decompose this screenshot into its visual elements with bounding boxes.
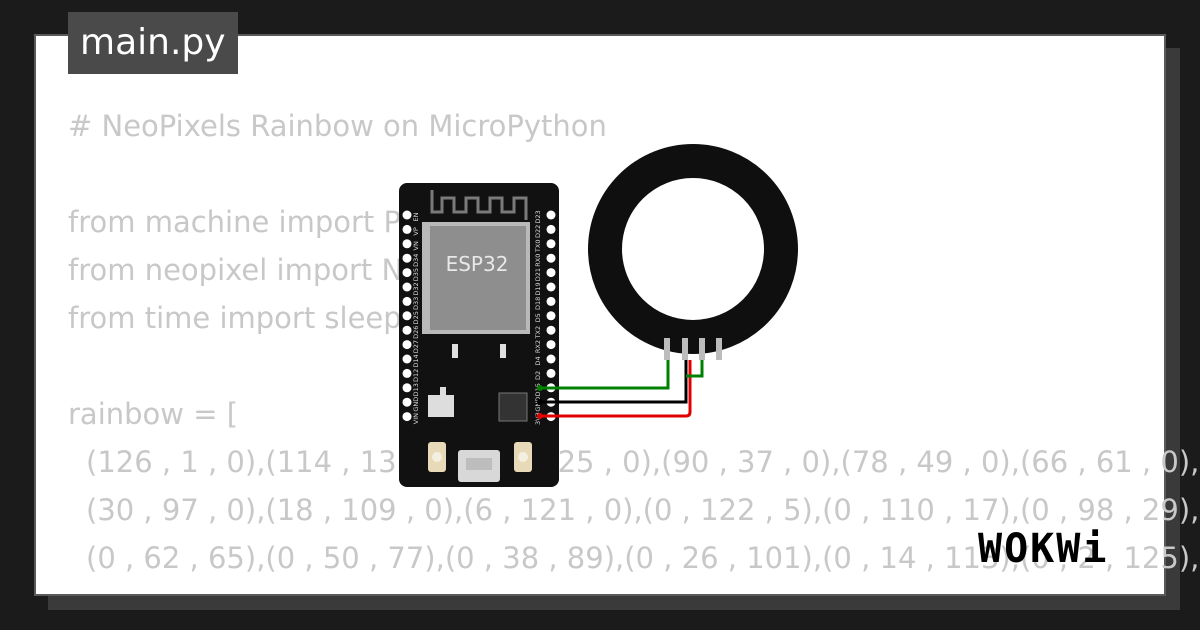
board-pin[interactable]	[546, 325, 556, 335]
neopixel-ring[interactable]	[588, 144, 798, 360]
board-pin[interactable]	[402, 224, 412, 234]
ring-pin-2	[682, 338, 688, 360]
board-pin[interactable]	[402, 296, 412, 306]
board-pin-label: D32	[412, 282, 420, 295]
board-pin-label: VN	[412, 241, 420, 250]
board-pin[interactable]	[546, 368, 556, 378]
board-pin-label: D27	[412, 340, 420, 353]
wire-data-out	[686, 358, 704, 378]
board-pin-label: D18	[534, 297, 542, 310]
board-pin-label: D5	[534, 313, 542, 322]
board-pin-label: RX2	[534, 340, 542, 353]
wire-gnd	[540, 358, 688, 404]
board-pin[interactable]	[546, 210, 556, 220]
ring-body	[588, 144, 798, 354]
board-pin[interactable]	[546, 296, 556, 306]
board-pin-label: D2	[534, 371, 542, 380]
board-pin-label: RX0	[534, 254, 542, 267]
board-pin-label: D21	[534, 268, 542, 281]
code-line: # NeoPixels Rainbow on MicroPython	[68, 109, 607, 143]
board-pin[interactable]	[546, 311, 556, 321]
code-line: from machine import Pin	[68, 205, 427, 239]
chip-label: ESP32	[446, 252, 509, 276]
board-pin-label: EN	[412, 212, 420, 221]
board-pin-label: D26	[412, 326, 420, 339]
board-pin[interactable]	[402, 354, 412, 364]
code-line: rainbow = [	[68, 397, 239, 431]
esp32-chip	[430, 226, 526, 330]
board-pin[interactable]	[402, 210, 412, 220]
code-preview-card: # NeoPixels Rainbow on MicroPython from m…	[34, 34, 1200, 596]
regulator-tab	[440, 387, 446, 395]
board-pin[interactable]	[546, 340, 556, 350]
esp32-board[interactable]: ESP32 ENVPVND34D35D32D33D25D26D27D14D12D…	[399, 183, 559, 487]
board-pin[interactable]	[546, 354, 556, 364]
boot-button-cap	[432, 452, 442, 462]
led-b	[500, 344, 506, 358]
board-pin-label: 3V3	[534, 412, 542, 425]
board-pin[interactable]	[402, 383, 412, 393]
usb-chip	[498, 392, 528, 422]
board-pin-label: D13	[412, 383, 420, 396]
board-pin[interactable]	[546, 253, 556, 263]
regulator	[428, 395, 454, 417]
board-pin-label: D25	[412, 311, 420, 324]
wire-power	[540, 360, 692, 418]
board-pin[interactable]	[402, 282, 412, 292]
wire-data	[540, 358, 670, 390]
board-pin-label: VP	[412, 227, 420, 235]
board-pin[interactable]	[402, 340, 412, 350]
file-tab-main[interactable]: main.py	[68, 12, 238, 74]
board-pin-label: TX0	[534, 240, 542, 254]
antenna-trace	[430, 190, 528, 220]
code-line: from time import sleep	[68, 301, 402, 335]
reset-button-cap	[518, 452, 528, 462]
ring-pin-3	[699, 338, 705, 360]
wire-gnd-end	[537, 399, 543, 405]
ring-pin-4	[716, 338, 722, 360]
board-pin-label: D34	[412, 254, 420, 267]
board-pin[interactable]	[546, 239, 556, 249]
board-pin[interactable]	[402, 397, 412, 407]
board-pin-label: D23	[534, 210, 542, 223]
wire-data-end	[537, 385, 543, 391]
board-pin-label: D4	[534, 356, 542, 365]
board-pin-label: D35	[412, 268, 420, 281]
board-pin[interactable]	[402, 253, 412, 263]
board-pin-label: VIN	[412, 413, 420, 424]
ring-pin-1	[664, 338, 670, 360]
board-pin[interactable]	[546, 268, 556, 278]
board-pin[interactable]	[402, 311, 412, 321]
wire-power-end	[537, 413, 543, 419]
board-pin-label: D33	[412, 297, 420, 310]
led-a	[452, 344, 458, 358]
board-pin[interactable]	[546, 224, 556, 234]
board-pin[interactable]	[402, 412, 412, 422]
board-pin-label: TX2	[534, 326, 542, 340]
board-pin-label: D12	[412, 369, 420, 382]
code-line: (0 , 62 , 65),(0 , 50 , 77),(0 , 38 , 89…	[86, 541, 1200, 575]
board-pin[interactable]	[546, 282, 556, 292]
board-pin[interactable]	[402, 368, 412, 378]
board-pin-label: D22	[534, 225, 542, 238]
board-pin[interactable]	[402, 325, 412, 335]
board-pin-label: GND	[412, 397, 420, 412]
board-pin-label: D14	[412, 354, 420, 367]
usb-slot	[466, 458, 492, 470]
board-pin[interactable]	[402, 239, 412, 249]
board-pin[interactable]	[402, 268, 412, 278]
board-pin-label: D19	[534, 282, 542, 295]
wokwi-logo: WOKWi	[978, 526, 1109, 572]
